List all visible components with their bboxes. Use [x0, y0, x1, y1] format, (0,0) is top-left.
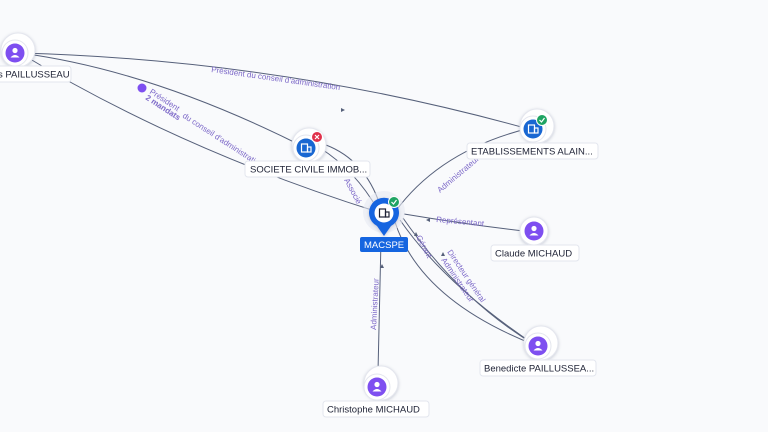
person-icon: [529, 225, 539, 236]
arrowhead: [380, 264, 384, 268]
check-icon: [388, 196, 400, 208]
person-icon: [372, 381, 382, 392]
node-macspe[interactable]: MACSPE: [360, 191, 408, 252]
check-icon: [536, 114, 548, 126]
edge-conseil-macspe[interactable]: [19, 52, 379, 213]
edge-label-administrateur-christophe: Administrateur: [369, 278, 381, 330]
node-label: Christophe MICHAUD: [327, 405, 420, 416]
arrowhead: [441, 252, 445, 256]
edge-label-gerant: Gérant: [414, 234, 434, 261]
node-label: ETABLISSEMENTS ALAIN...: [471, 147, 593, 158]
mandate-badge: [137, 83, 147, 93]
edge-bened-dg[interactable]: [399, 219, 536, 346]
node-pailluseau-top[interactable]: s PAILLUSSEAU: [0, 32, 72, 83]
edge-christophe-macspe[interactable]: [377, 239, 382, 373]
node-label: Benedicte PAILLUSSEA...: [484, 364, 594, 375]
edge-label-president-conseil: Président du conseil d'administration: [211, 65, 341, 92]
edge-arrows: [341, 108, 445, 268]
building-icon: [300, 143, 312, 153]
edge-label-representant: Représentant: [436, 215, 485, 228]
edges: [19, 52, 536, 373]
edge-claude-macspe[interactable]: [403, 213, 533, 233]
node-benedicte[interactable]: Benedicte PAILLUSSEA...: [479, 325, 597, 377]
node-claude[interactable]: Claude MICHAUD: [490, 216, 580, 262]
person-icon: [533, 340, 543, 351]
arrowhead: [426, 218, 430, 222]
node-label: Claude MICHAUD: [495, 249, 572, 260]
node-label: s PAILLUSSEAU: [0, 70, 70, 81]
arrowhead: [341, 108, 345, 112]
close-icon: [311, 131, 323, 143]
edge-president-mandats[interactable]: [19, 52, 301, 146]
arrowhead: [414, 232, 418, 236]
edge-president-conseil[interactable]: [19, 52, 526, 129]
node-societe-civile[interactable]: SOCIETE CIVILE IMMOB...: [244, 127, 371, 178]
edge-etab-macspe[interactable]: [394, 127, 531, 213]
edge-label-administrateur-etab: Administrateur: [436, 154, 482, 194]
node-christophe[interactable]: Christophe MICHAUD: [322, 365, 430, 418]
person-icon: [10, 47, 20, 58]
node-label: SOCIETE CIVILE IMMOB...: [250, 165, 367, 176]
building-icon: [527, 124, 539, 134]
building-icon: [378, 208, 390, 218]
edge-bened-admin[interactable]: [402, 217, 536, 346]
node-etablissements[interactable]: ETABLISSEMENTS ALAIN...: [466, 108, 599, 160]
edge-label-conseil-admin: du conseil d'administrati...: [181, 111, 263, 169]
node-label: MACSPE: [364, 240, 404, 251]
